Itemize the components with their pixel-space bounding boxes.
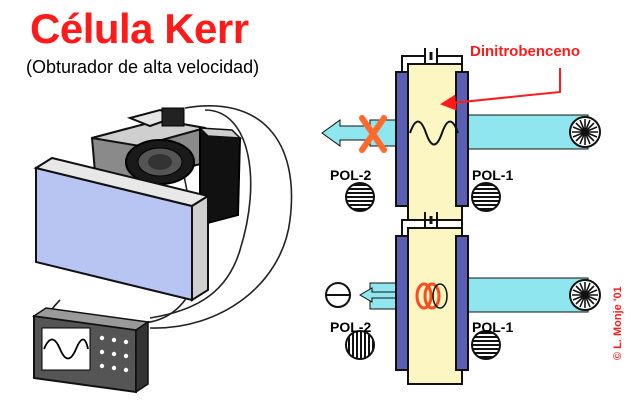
copyright-credit: © L. Monje '01 [612,286,624,360]
page-title: Célula Kerr [30,5,249,52]
camera-icon [90,107,242,227]
label-pol2-bottom: POL-2 [330,319,372,335]
label-dinitrobenceno: Dinitrobenceno [470,43,581,60]
label-pol1-top: POL-1 [472,167,514,183]
screen-icon [33,156,211,302]
label-pol2-top: POL-2 [330,167,372,183]
page-subtitle: (Obturador de alta velocidad) [26,57,260,77]
kerr-cell-top [321,48,601,221]
kerr-cell-bottom [325,212,601,385]
blocked-x-icon [359,115,387,153]
label-pol1-bottom: POL-1 [472,319,514,335]
oscilloscope-icon [31,307,151,394]
